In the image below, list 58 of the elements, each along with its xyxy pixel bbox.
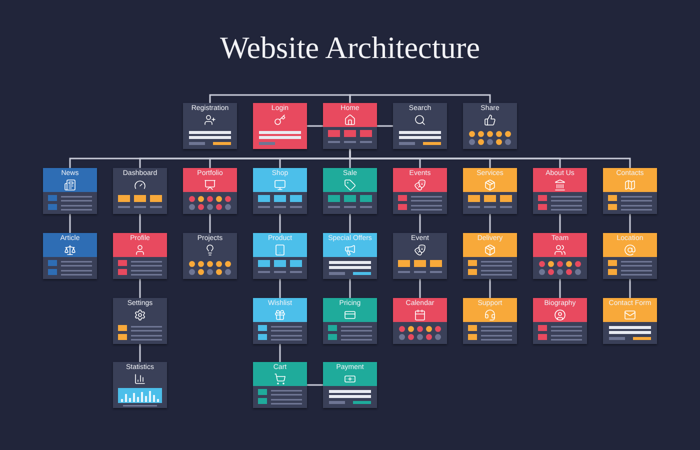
connector-line (349, 149, 631, 168)
page-card (463, 233, 517, 279)
page-card (113, 233, 167, 279)
page-card (323, 103, 377, 149)
connector-line (307, 384, 323, 386)
page-card (113, 298, 167, 344)
page-card (393, 103, 447, 149)
connector-line (139, 344, 141, 362)
connector-line (559, 279, 561, 298)
page-card (323, 362, 377, 408)
page-card (463, 298, 517, 344)
page-card (533, 298, 587, 344)
page-card (603, 168, 657, 214)
page-card (533, 233, 587, 279)
connector-line (307, 125, 323, 127)
page-card (113, 362, 167, 408)
page-card (323, 298, 377, 344)
connector-line (419, 279, 421, 298)
page-card (393, 298, 447, 344)
page-card (183, 168, 237, 214)
page-card (323, 233, 377, 279)
connector-line (139, 279, 141, 298)
page-card (463, 168, 517, 214)
connector-line (489, 214, 491, 233)
connector-line (279, 344, 281, 362)
connector-line (419, 214, 421, 233)
connector-line (69, 214, 71, 233)
page-card (43, 168, 97, 214)
page-card (113, 168, 167, 214)
connector-line (629, 279, 631, 298)
connector-line (349, 279, 351, 298)
page-card (253, 168, 307, 214)
connector-line (559, 214, 561, 233)
page-card (603, 233, 657, 279)
connector-line (279, 279, 281, 298)
page-card (393, 168, 447, 214)
page-card (463, 103, 517, 149)
page-card (43, 233, 97, 279)
page-card (253, 298, 307, 344)
page-card (253, 362, 307, 408)
page-card (183, 233, 237, 279)
connector-line (629, 214, 631, 233)
connector-line (349, 94, 491, 103)
connector-line (349, 214, 351, 233)
page-card (183, 103, 237, 149)
page-card (603, 298, 657, 344)
connector-line (377, 125, 393, 127)
diagram-title: Website Architecture (220, 30, 480, 66)
page-card (323, 168, 377, 214)
connector-line (489, 279, 491, 298)
page-card (393, 233, 447, 279)
page-card (253, 233, 307, 279)
connector-line (209, 94, 351, 103)
connector-line (209, 214, 211, 233)
page-card (253, 103, 307, 149)
page-card (533, 168, 587, 214)
connector-line (279, 214, 281, 233)
connector-line (139, 214, 141, 233)
